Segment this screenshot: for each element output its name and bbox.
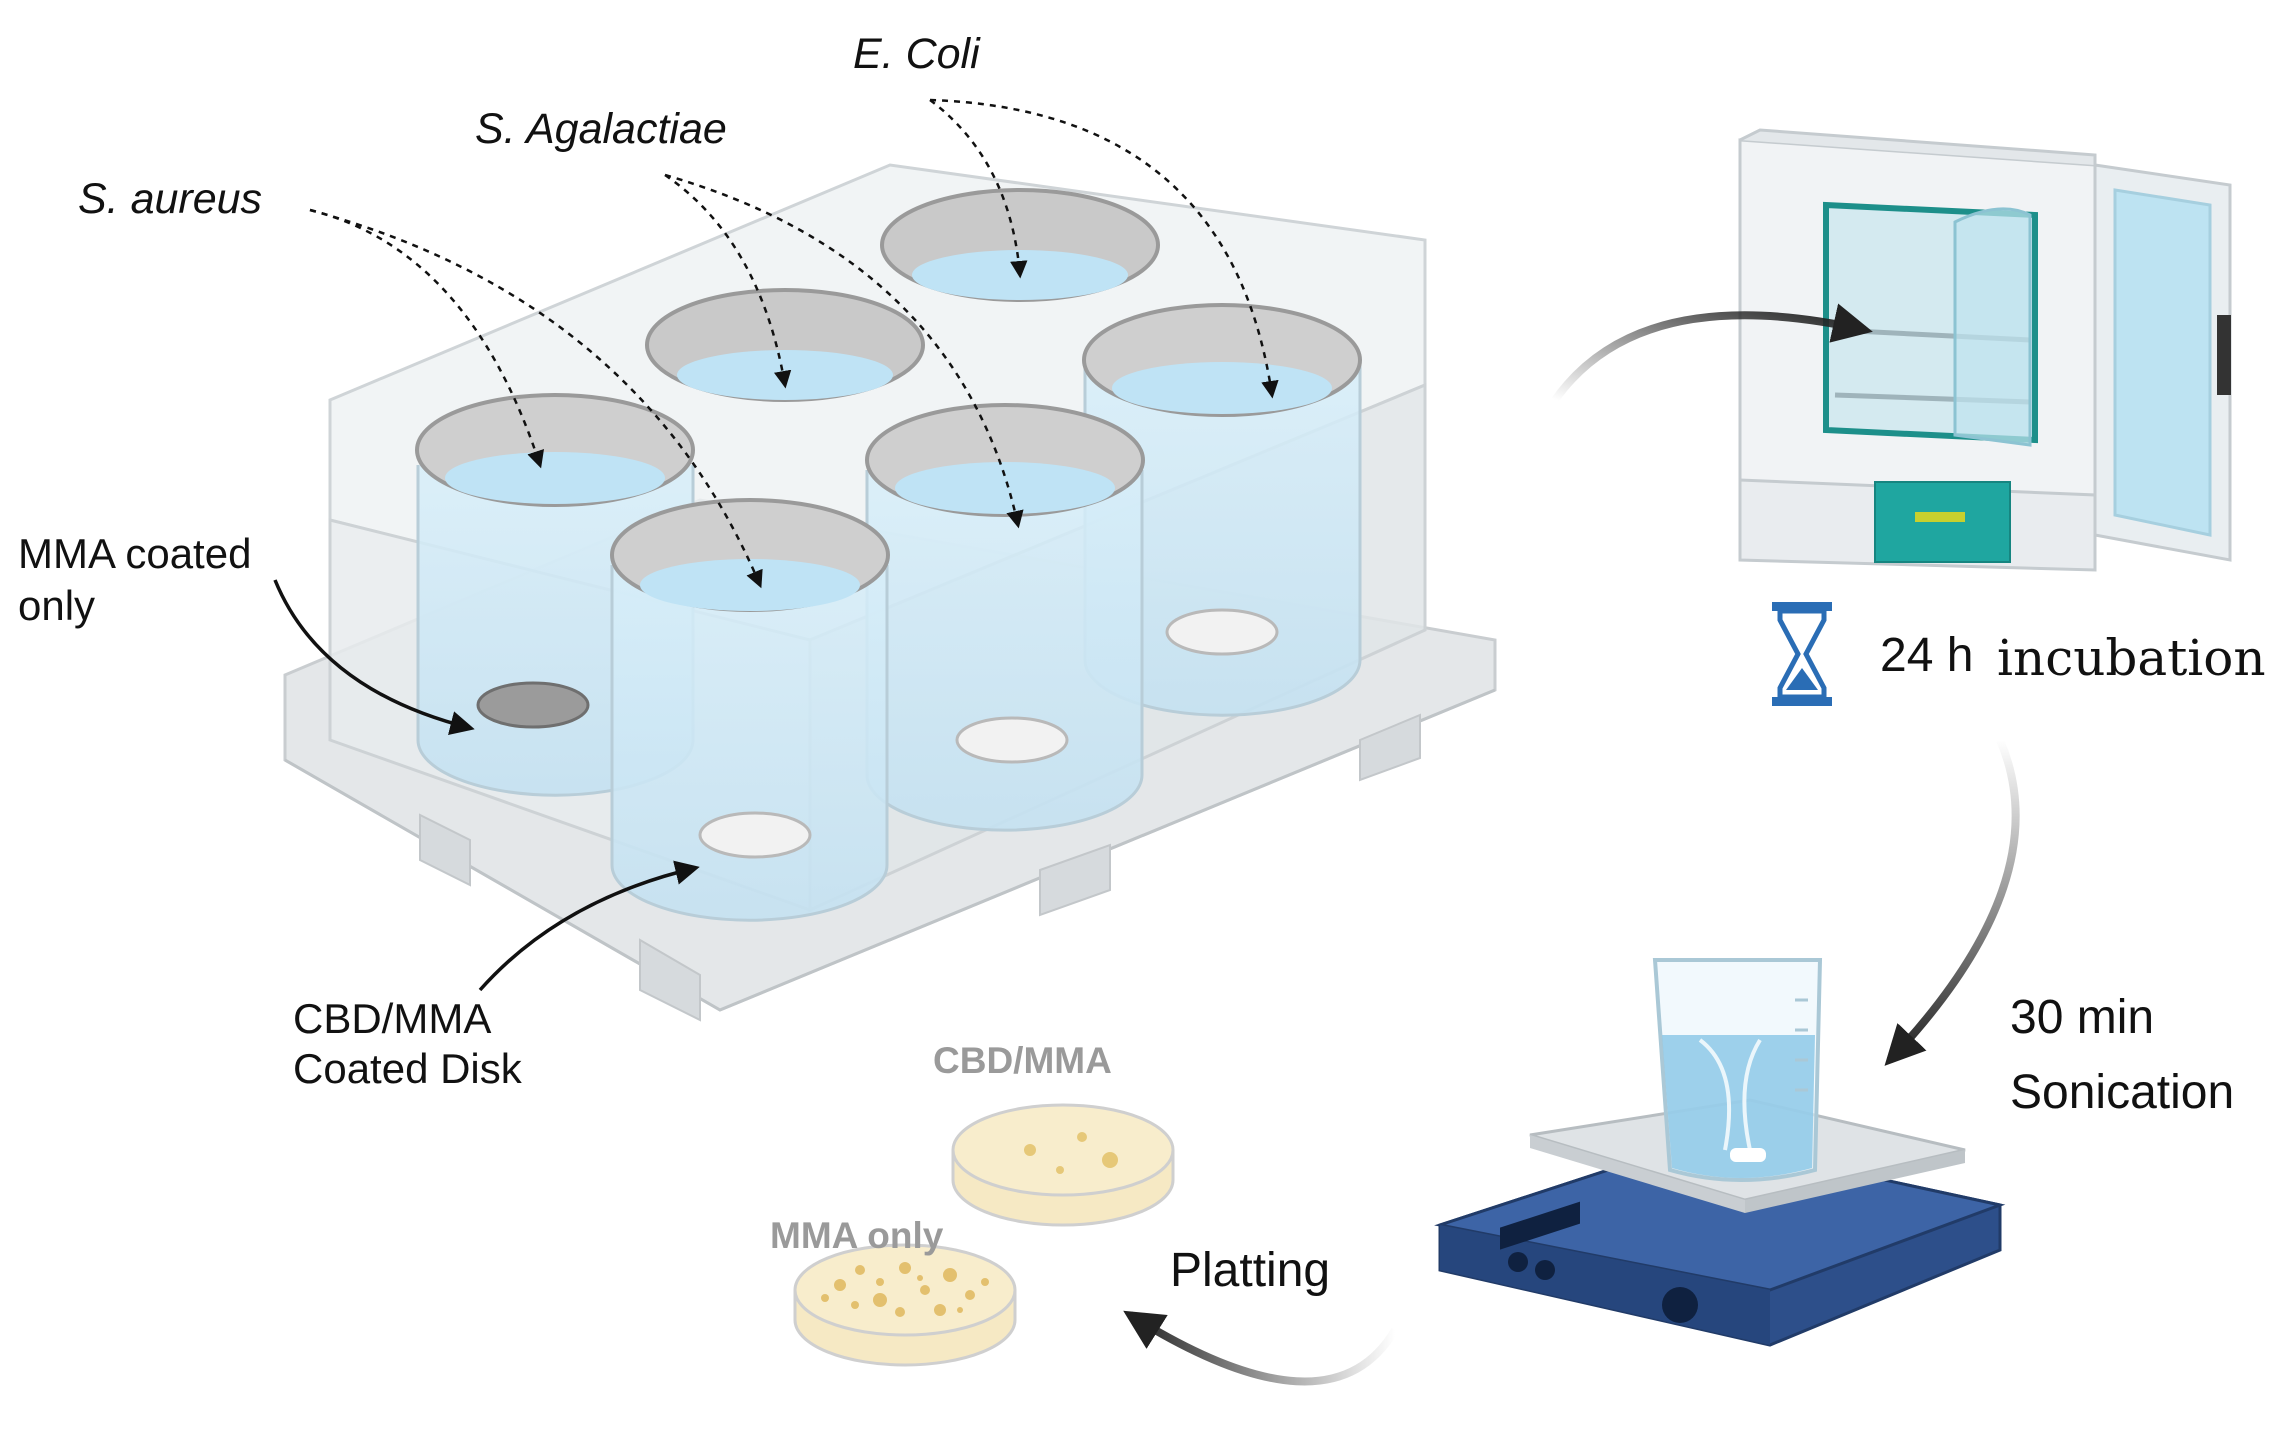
label-sonication-line1: 30 min [2010,991,2155,1044]
arrow-to-platting [1123,1310,1399,1386]
well-s-agalactiae-back [645,288,925,402]
petri-dish-icon [793,1103,1175,1367]
hourglass-icon [1772,602,1832,706]
label-s-agalactiae: S. Agalactiae [475,105,727,153]
label-platting: Platting [1170,1244,1331,1297]
label-cbd-disk-line1: CBD/MMA [293,995,492,1042]
hotplate-stirrer-icon [1434,1098,2006,1347]
label-s-aureus: S. aureus [78,175,263,223]
arrow-s-aureus-2 [309,208,763,589]
arrow-s-agalactiae-1 [664,173,792,389]
incubator-icon [1738,128,2232,572]
arrow-cbd-disk [478,860,700,992]
arrow-to-sonication [1884,738,2020,1066]
well-plate-icon [283,163,1497,1022]
label-mma-coated-line1: MMA coated [18,530,252,577]
petri-dish-mma-only [793,1243,1017,1367]
label-mma-coated-line2: only [18,582,96,629]
arrow-e-coli-1 [929,99,1028,279]
label-sonication-line2: Sonication [2010,1066,2235,1119]
arrow-to-incubator [1551,303,1873,403]
arrow-s-aureus-1 [309,208,544,469]
arrow-mma-coated [273,579,475,736]
strain-arrows [309,98,1279,589]
label-incubation-hours: 24 h [1880,629,1974,682]
colonies [821,1262,989,1317]
well-s-aureus-front [610,498,890,922]
label-incubation-word: incubation [1997,629,2266,687]
label-e-coli: E. Coli [853,30,980,78]
beaker-icon [1652,958,1823,1182]
arrow-e-coli-2 [929,98,1279,399]
well-e-coli-back [880,188,1160,302]
petri-dish-cbd-mma [951,1103,1175,1227]
label-plate-mma-only: MMA only [770,1215,944,1256]
label-cbd-disk-line2: Coated Disk [293,1045,522,1092]
label-plate-cbd-mma: CBD/MMA [933,1040,1112,1081]
well-s-agalactiae-front [865,403,1145,832]
